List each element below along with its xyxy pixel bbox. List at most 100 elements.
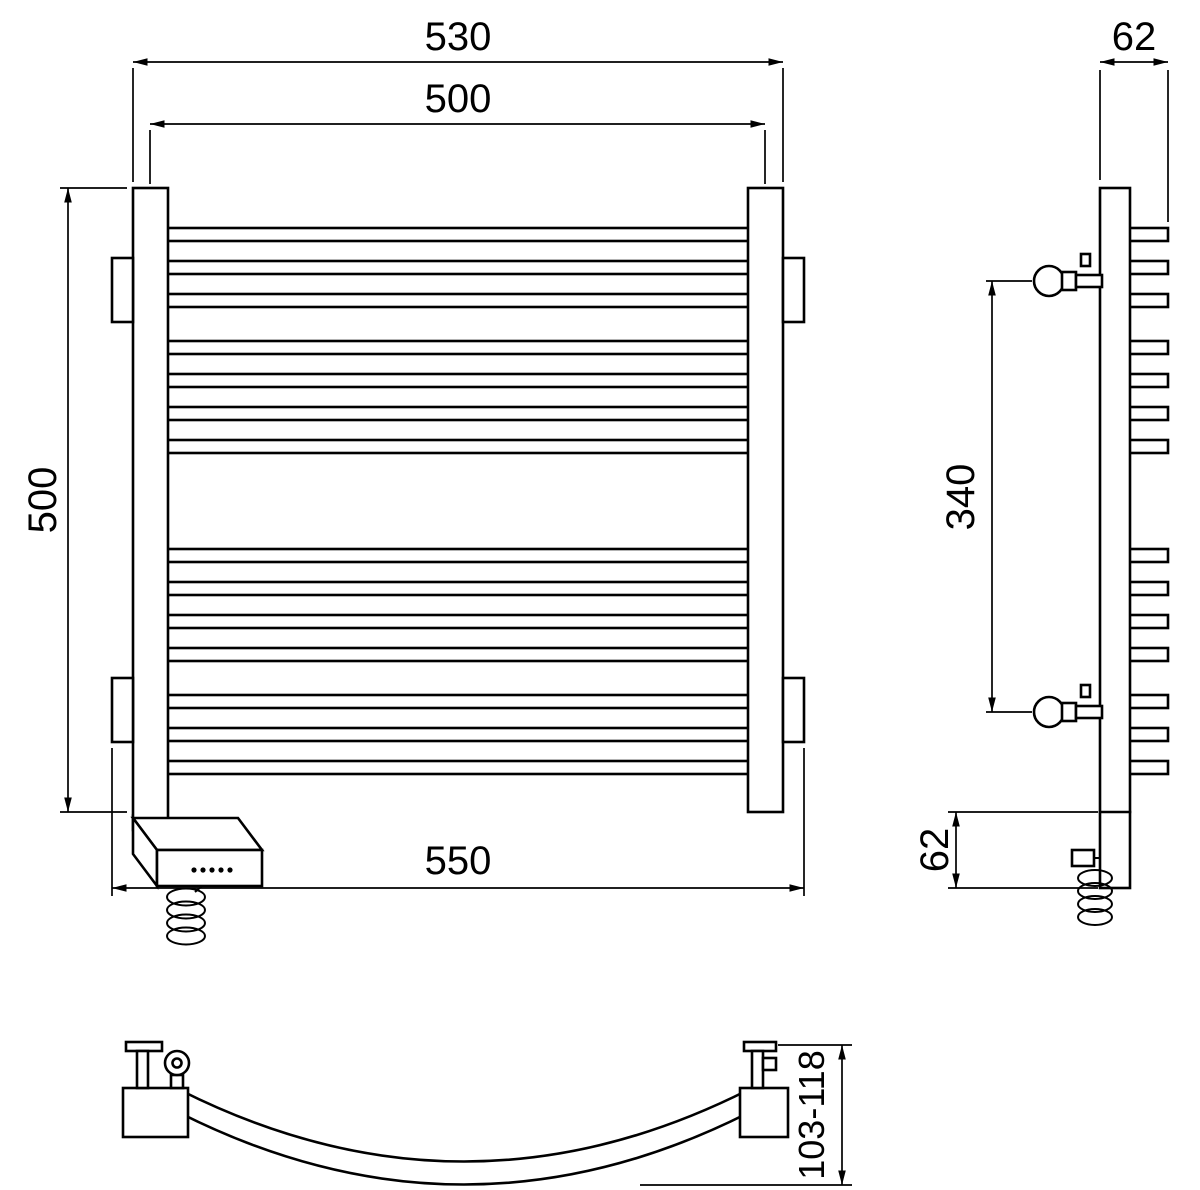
rung-stub	[1124, 613, 1170, 630]
dim-width-500: 500	[149, 77, 766, 184]
cord-plug	[1070, 848, 1096, 868]
rung	[158, 292, 758, 309]
rung-stub	[1124, 405, 1170, 422]
indicator-led	[209, 867, 215, 873]
bracket-cylinder	[1060, 270, 1078, 292]
left-post	[131, 186, 170, 832]
right-post	[746, 186, 785, 814]
rung	[158, 693, 758, 710]
rung	[158, 405, 758, 422]
rung-stub	[1124, 438, 1170, 455]
cord-loop	[1077, 908, 1113, 926]
mount-hardware-left	[124, 1040, 191, 1090]
heater-box-front-face	[155, 848, 264, 888]
mount-hardware-right	[742, 1040, 778, 1090]
bottom-view: 103-118	[121, 1040, 852, 1186]
power-cord-side	[1070, 848, 1113, 926]
wall-bracket-side-top	[1032, 252, 1104, 298]
bracket-flange	[124, 1040, 164, 1053]
dim-340-label: 340	[939, 464, 983, 531]
rail-profile	[1098, 186, 1132, 890]
indicator-led	[191, 867, 197, 873]
dim-wall-distance-103-118: 103-118	[640, 1044, 852, 1186]
wall-bracket	[110, 676, 135, 744]
rung-stub	[1124, 646, 1170, 663]
dim-62-bottom-label: 62	[913, 828, 957, 873]
rung	[158, 372, 758, 389]
rung	[158, 646, 758, 663]
rung	[158, 726, 758, 743]
bracket-bolt	[1079, 252, 1092, 268]
dim-heater-62: 62	[913, 811, 1098, 889]
bracket-rod	[1074, 704, 1104, 720]
front-view: 530 500 500 550	[21, 15, 806, 946]
wall-bracket	[781, 676, 806, 744]
rungs	[158, 226, 758, 776]
wall-bracket	[110, 256, 135, 324]
cord-loop	[1077, 869, 1113, 887]
dim-width-550: 550	[111, 748, 805, 896]
indicator-leds	[191, 867, 233, 873]
dim-62-top-label: 62	[1112, 15, 1157, 59]
cord-loop	[166, 926, 206, 946]
dim-depth-62: 62	[1099, 15, 1169, 222]
wall-brackets-front	[110, 256, 806, 744]
rung	[158, 547, 758, 564]
rung-stub	[1124, 726, 1170, 743]
towel-arc-inner	[178, 1111, 750, 1186]
heater-box	[130, 814, 265, 890]
dim-height-500: 500	[21, 187, 127, 813]
bracket-stem	[135, 1049, 150, 1090]
bracket-flange	[742, 1040, 778, 1053]
wall-bracket	[781, 256, 806, 324]
dim-500-left-label: 500	[21, 467, 65, 534]
rung-stub	[1124, 547, 1170, 564]
bracket-tab	[761, 1056, 778, 1072]
indicator-led	[227, 867, 233, 873]
rung-stub	[1124, 339, 1170, 356]
rung	[158, 259, 758, 276]
left-mount-block	[121, 1086, 190, 1139]
valve-center	[171, 1057, 183, 1069]
rung-stub	[1124, 580, 1170, 597]
cord-loop	[1077, 882, 1113, 900]
dim-530-label: 530	[425, 15, 492, 59]
bracket-bolt	[1079, 683, 1092, 699]
rung	[158, 613, 758, 630]
cord-connector	[194, 885, 203, 893]
cord-loop	[1077, 895, 1113, 913]
rung-stub	[1124, 759, 1170, 776]
rung-stub	[1124, 372, 1170, 389]
side-view: 62 340 62	[913, 15, 1170, 926]
bracket-rod	[1074, 273, 1104, 289]
cord-loop	[166, 913, 206, 933]
rung-stub	[1124, 226, 1170, 243]
bracket-flange	[1032, 264, 1066, 298]
indicator-led	[218, 867, 224, 873]
rung	[158, 226, 758, 243]
dim-bracket-spacing-340: 340	[939, 280, 1032, 713]
valve-stem	[169, 1073, 185, 1090]
bracket-flange	[1032, 695, 1066, 729]
rung-stubs	[1124, 226, 1170, 776]
dim-103-118-label: 103-118	[791, 1050, 832, 1179]
cord-loop	[166, 900, 206, 920]
wall-bracket-side-bottom	[1032, 683, 1104, 729]
towel-arc-outer	[178, 1088, 750, 1163]
dim-width-530: 530	[132, 15, 784, 182]
rung	[158, 438, 758, 455]
power-cord-coil	[166, 885, 206, 946]
rung	[158, 580, 758, 597]
cord-loop	[166, 887, 206, 907]
right-mount-block	[738, 1086, 790, 1139]
rung	[158, 339, 758, 356]
bracket-stem	[750, 1049, 765, 1090]
rung-stub	[1124, 292, 1170, 309]
indicator-led	[200, 867, 206, 873]
rung	[158, 759, 758, 776]
rung-stub	[1124, 259, 1170, 276]
dim-550-label: 550	[425, 839, 492, 883]
bracket-cylinder	[1060, 701, 1078, 723]
